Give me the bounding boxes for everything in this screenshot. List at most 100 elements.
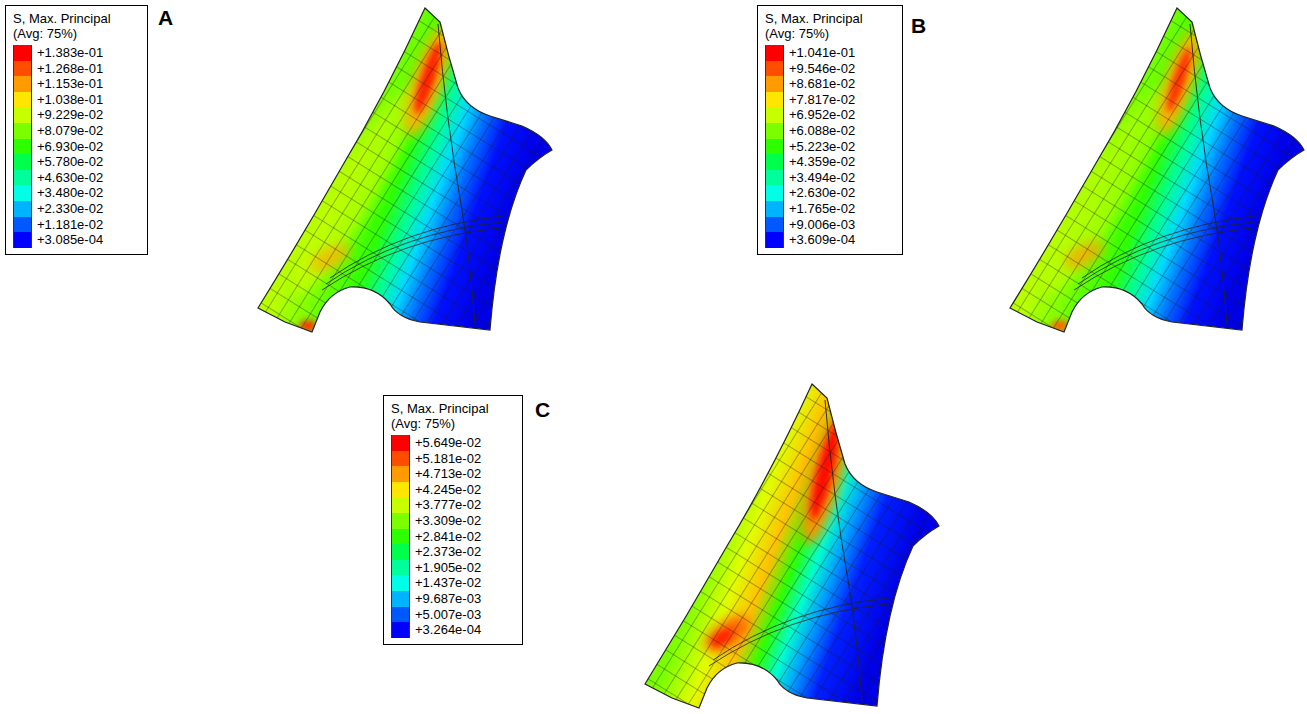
- color-swatch: [391, 497, 410, 513]
- legend-value: +3.494e-02: [789, 170, 855, 186]
- legend-value: +3.085e-04: [37, 232, 103, 248]
- legend-value: +1.383e-01: [37, 45, 103, 61]
- color-swatch: [765, 92, 784, 108]
- legend-value: +1.181e-02: [37, 217, 103, 233]
- legend-value: +8.079e-02: [37, 123, 103, 139]
- legend-row: +6.088e-02: [765, 123, 894, 139]
- legend-row: +1.038e-01: [13, 92, 139, 108]
- color-swatch: [391, 607, 410, 623]
- legend-value: +8.681e-02: [789, 76, 855, 92]
- legend-row: +9.687e-03: [391, 591, 514, 607]
- color-swatch: [391, 544, 410, 560]
- legend-title: (Avg: 75%): [391, 416, 514, 431]
- legend-row: +2.841e-02: [391, 529, 514, 545]
- legend-row: +8.079e-02: [13, 123, 139, 139]
- legend-row: +3.480e-02: [13, 185, 139, 201]
- color-swatch: [13, 123, 32, 139]
- legend-value: +4.359e-02: [789, 154, 855, 170]
- legend-value: +5.780e-02: [37, 154, 103, 170]
- legend-value: +9.546e-02: [789, 61, 855, 77]
- legend-scale: +1.041e-01+9.546e-02+8.681e-02+7.817e-02…: [765, 45, 894, 248]
- legend-value: +4.713e-02: [415, 466, 481, 482]
- legend-row: +1.383e-01: [13, 45, 139, 61]
- color-swatch: [391, 466, 410, 482]
- legend-row: +5.181e-02: [391, 451, 514, 467]
- legend-value: +1.437e-02: [415, 575, 481, 591]
- panel-letter: A: [158, 6, 173, 30]
- legend-row: +7.817e-02: [765, 92, 894, 108]
- color-swatch: [391, 451, 410, 467]
- legend-title: S, Max. Principal: [13, 11, 139, 26]
- color-swatch: [391, 622, 410, 638]
- legend-value: +2.330e-02: [37, 201, 103, 217]
- legend-value: +2.841e-02: [415, 529, 481, 545]
- color-swatch: [13, 45, 32, 61]
- legend-row: +4.245e-02: [391, 482, 514, 498]
- legend-box: S, Max. Principal(Avg: 75%)+1.041e-01+9.…: [757, 5, 903, 255]
- legend-row: +9.546e-02: [765, 61, 894, 77]
- color-swatch: [765, 185, 784, 201]
- legend-scale: +1.383e-01+1.268e-01+1.153e-01+1.038e-01…: [13, 45, 139, 248]
- legend-row: +4.630e-02: [13, 170, 139, 186]
- color-swatch: [13, 217, 32, 233]
- color-swatch: [13, 185, 32, 201]
- color-swatch: [391, 482, 410, 498]
- legend-title: (Avg: 75%): [13, 26, 139, 41]
- legend-row: +3.309e-02: [391, 513, 514, 529]
- panel-letter: C: [535, 398, 550, 422]
- legend-row: +1.268e-01: [13, 61, 139, 77]
- legend-row: +8.681e-02: [765, 76, 894, 92]
- legend-title: (Avg: 75%): [765, 26, 894, 41]
- legend-value: +1.765e-02: [789, 201, 855, 217]
- color-swatch: [13, 107, 32, 123]
- color-swatch: [391, 575, 410, 591]
- legend-box: S, Max. Principal(Avg: 75%)+5.649e-02+5.…: [383, 395, 523, 645]
- stress-contour-b: [1010, 8, 1304, 332]
- legend-title: S, Max. Principal: [765, 11, 894, 26]
- legend-row: +6.952e-02: [765, 107, 894, 123]
- color-swatch: [13, 76, 32, 92]
- legend-value: +5.223e-02: [789, 139, 855, 155]
- legend-value: +1.905e-02: [415, 560, 481, 576]
- legend-row: +1.153e-01: [13, 76, 139, 92]
- legend-value: +6.088e-02: [789, 123, 855, 139]
- legend-value: +7.817e-02: [789, 92, 855, 108]
- legend-row: +1.181e-02: [13, 217, 139, 233]
- legend-value: +3.609e-04: [789, 232, 855, 248]
- legend-value: +2.373e-02: [415, 544, 481, 560]
- stress-contour-a: [258, 8, 552, 332]
- legend-value: +5.649e-02: [415, 435, 481, 451]
- legend-value: +1.153e-01: [37, 76, 103, 92]
- legend-value: +1.268e-01: [37, 61, 103, 77]
- legend-value: +9.006e-03: [789, 217, 855, 233]
- legend-row: +3.609e-04: [765, 232, 894, 248]
- legend-value: +3.777e-02: [415, 497, 481, 513]
- legend-row: +2.373e-02: [391, 544, 514, 560]
- color-swatch: [765, 139, 784, 155]
- legend-row: +2.330e-02: [13, 201, 139, 217]
- legend-value: +1.038e-01: [37, 92, 103, 108]
- legend-row: +9.006e-03: [765, 217, 894, 233]
- legend-value: +9.229e-02: [37, 107, 103, 123]
- color-swatch: [765, 232, 784, 248]
- legend-value: +2.630e-02: [789, 185, 855, 201]
- color-swatch: [765, 201, 784, 217]
- legend-value: +3.264e-04: [415, 622, 481, 638]
- color-swatch: [13, 139, 32, 155]
- color-swatch: [765, 61, 784, 77]
- color-swatch: [765, 154, 784, 170]
- legend-box: S, Max. Principal(Avg: 75%)+1.383e-01+1.…: [5, 5, 148, 255]
- legend-value: +1.041e-01: [789, 45, 855, 61]
- legend-row: +9.229e-02: [13, 107, 139, 123]
- color-swatch: [13, 232, 32, 248]
- legend-row: +5.780e-02: [13, 154, 139, 170]
- legend-row: +6.930e-02: [13, 139, 139, 155]
- stress-contour-c: [645, 384, 939, 708]
- color-swatch: [765, 217, 784, 233]
- legend-row: +1.905e-02: [391, 560, 514, 576]
- color-swatch: [13, 61, 32, 77]
- color-swatch: [391, 591, 410, 607]
- legend-row: +1.437e-02: [391, 575, 514, 591]
- legend-row: +4.359e-02: [765, 154, 894, 170]
- legend-scale: +5.649e-02+5.181e-02+4.713e-02+4.245e-02…: [391, 435, 514, 638]
